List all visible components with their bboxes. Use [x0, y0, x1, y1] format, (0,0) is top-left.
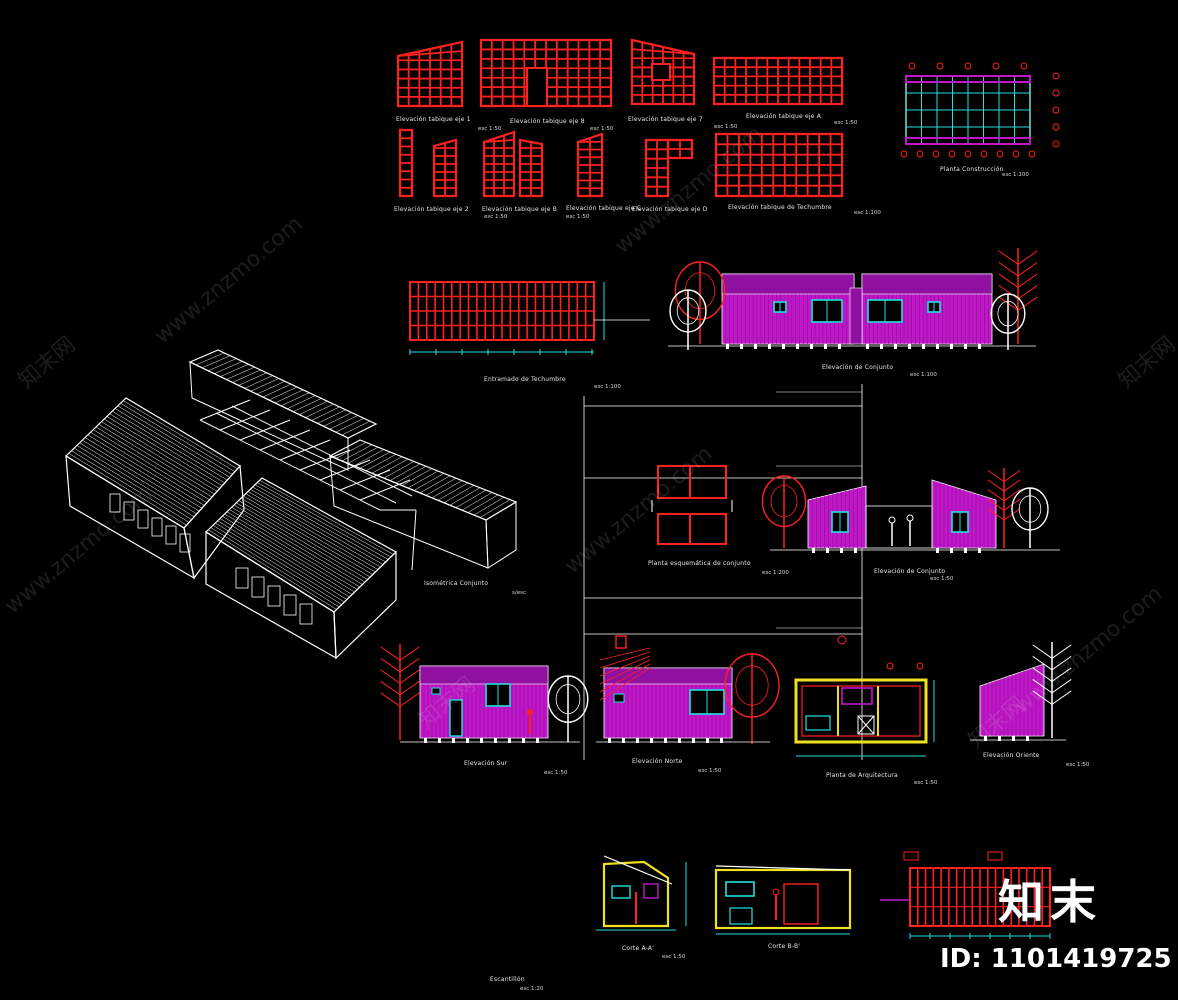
- tree-white-2: [990, 293, 1026, 350]
- label-escantillon: Escantillón: [490, 976, 525, 983]
- image-id: ID: 1101419725: [940, 944, 1172, 974]
- scale-note: esc 1:100: [594, 384, 621, 390]
- tree-red-3: [380, 644, 420, 740]
- site-plan-schematic: [651, 465, 733, 545]
- floor-plan-architecture: [794, 635, 935, 757]
- walkway-pergola: [865, 505, 933, 549]
- label-tabique-techumbre: Elevación tabique de Techumbre: [728, 204, 832, 211]
- label-tabique-eje7: Elevación tabique eje 7: [628, 116, 703, 123]
- label-tabique-ejeC: Elevación tabique eje C: [566, 205, 642, 212]
- scale-note: esc 1:50: [484, 214, 508, 220]
- label-elev-conjunto-1: Elevación de Conjunto: [822, 364, 894, 371]
- roof-framing-plan: [409, 281, 650, 355]
- tree-red: [674, 261, 726, 344]
- wall-frame-eje2: [398, 128, 414, 198]
- tree-red-bare: [998, 248, 1038, 344]
- scale-note: esc 1:50: [714, 124, 738, 130]
- tree-white-4: [547, 675, 589, 742]
- tree-red-4: [724, 653, 780, 744]
- label-planta-arquitectura: Planta de Arquitectura: [826, 772, 898, 779]
- label-envigado-techo: Entramado de Techumbre: [484, 376, 566, 383]
- label-isometrica: Isométrica Conjunto: [424, 580, 489, 587]
- scale-note: esc 1:100: [910, 372, 937, 378]
- wall-frame-ejeB-1: [432, 138, 458, 198]
- wall-frame-techumbre: [714, 132, 844, 198]
- scale-note: esc 1:200: [762, 570, 789, 576]
- label-elev-conjunto-2: Elevación de Conjunto: [874, 568, 946, 575]
- elevation-norte: [603, 667, 733, 743]
- tree-white-5: [1032, 642, 1072, 738]
- elevation-sur: [419, 665, 549, 743]
- section-bb: [714, 865, 852, 935]
- wall-frame-ejeD-2: [666, 138, 694, 160]
- scale-note: esc 1:50: [566, 214, 590, 220]
- scale-note: esc 1:50: [930, 576, 954, 582]
- label-tabique-ejeB: Elevación tabique eje B: [482, 206, 558, 213]
- wall-frame-ejeC-2: [576, 132, 604, 198]
- scale-note: esc 1:50: [662, 954, 686, 960]
- floor-plan-construction: [900, 62, 1060, 158]
- tree-white-3: [1011, 487, 1049, 548]
- wall-frame-eje8: [479, 38, 613, 108]
- scale-note: esc 1:50: [834, 120, 858, 126]
- elevation-conjunto-2-right: [931, 479, 997, 553]
- wall-frame-ejeC-1: [518, 138, 544, 198]
- label-elev-oriente: Elevación Oriente: [983, 752, 1040, 759]
- label-elev-sur: Elevación Sur: [464, 760, 508, 767]
- elevation-conjunto-right: [861, 273, 993, 349]
- scale-note: esc 1:20: [520, 986, 544, 992]
- annotation-leaders: [599, 635, 651, 701]
- reference-lines: [583, 384, 863, 760]
- scale-note: esc 1:50: [698, 768, 722, 774]
- tree-white: [669, 289, 707, 350]
- elevation-oriente: [979, 663, 1045, 741]
- scale-note: s/esc: [512, 590, 526, 596]
- scale-note: esc 1:50: [590, 126, 614, 132]
- brand-logo: 知末: [998, 875, 1102, 929]
- elevation-conjunto-left: [721, 273, 855, 349]
- label-planta-construccion: Planta Construcción: [940, 166, 1004, 173]
- wall-frame-ejeA: [712, 56, 844, 106]
- label-planta-conjunto: Planta esquemática de conjunto: [648, 560, 751, 567]
- scale-note: esc 1:100: [854, 210, 881, 216]
- wall-frame-ejeD-1: [644, 138, 670, 198]
- label-tabique-eje1: Elevación tabique eje 1: [396, 116, 471, 123]
- isometric-view: [65, 349, 518, 660]
- label-tabique-ejeA: Elevación tabique eje A: [746, 113, 822, 120]
- label-corte-aa: Corte A-A': [622, 945, 655, 952]
- roof-framing-detail: [880, 851, 1051, 939]
- scale-note: esc 1:50: [1066, 762, 1090, 768]
- scale-note: esc 1:50: [478, 126, 502, 132]
- label-tabique-ejeD: Elevación tabique eje D: [632, 206, 708, 213]
- scale-note: esc 1:100: [1002, 172, 1029, 178]
- wall-frame-eje1: [396, 40, 464, 108]
- section-aa: [596, 855, 687, 931]
- label-corte-bb: Corte B-B': [768, 943, 801, 950]
- label-tabique-eje2: Elevación tabique eje 2: [394, 206, 469, 213]
- scale-note: esc 1:50: [544, 770, 568, 776]
- label-tabique-eje8: Elevación tabique eje 8: [510, 118, 585, 125]
- wall-frame-eje7: [630, 38, 696, 106]
- label-elev-norte: Elevación Norte: [632, 758, 683, 765]
- scale-note: esc 1:50: [914, 780, 938, 786]
- tree-red-2: [761, 475, 807, 548]
- wall-frame-ejeB-2: [482, 130, 516, 198]
